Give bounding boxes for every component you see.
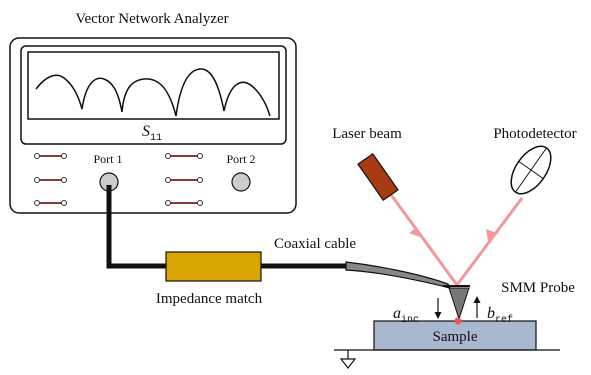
incident-arrowhead (409, 227, 420, 237)
switch-left-2 (34, 177, 67, 183)
port2-knob (231, 172, 251, 192)
switch-group-right (165, 153, 203, 206)
probe-label: SMM Probe (501, 280, 575, 296)
photodetector (510, 145, 552, 195)
laser-reflected-ray (455, 197, 524, 286)
contact-point (454, 317, 462, 325)
a-inc-arrow (434, 298, 442, 319)
switch-right-2 (165, 177, 203, 183)
coaxial-cable-label: Coaxial cable (274, 236, 356, 252)
b-ref-label: bref (487, 305, 513, 326)
port2-label: Port 2 (226, 152, 255, 166)
impedance-match-box (165, 251, 262, 282)
b-ref-arrow (473, 296, 481, 318)
switch-group-left (34, 153, 67, 206)
sample-label: Sample (433, 329, 478, 345)
vna-screen: S11 (20, 45, 287, 145)
cable-port1 (106, 185, 166, 269)
coaxial-cable (345, 261, 452, 289)
switch-left-1 (34, 153, 67, 159)
sample-block (373, 320, 537, 351)
laser-incident-ray (379, 180, 459, 286)
switch-left-3 (34, 200, 67, 206)
laser-source (357, 152, 399, 202)
reflected-arrowhead (486, 229, 496, 241)
s11-trace (35, 68, 271, 117)
ground-icon (339, 350, 357, 369)
port1-label: Port 1 (93, 152, 122, 166)
a-inc-label: ainc (393, 305, 419, 326)
photodetector-label: Photodetector (493, 126, 576, 142)
probe-tip (448, 287, 470, 321)
vna-title: Vector Network Analyzer (75, 11, 228, 27)
laser-label: Laser beam (332, 126, 402, 142)
switch-right-1 (165, 153, 203, 159)
impedance-match-label: Impedance match (156, 291, 263, 307)
switch-right-3 (165, 200, 203, 206)
screen-param-label: S11 (142, 123, 162, 144)
